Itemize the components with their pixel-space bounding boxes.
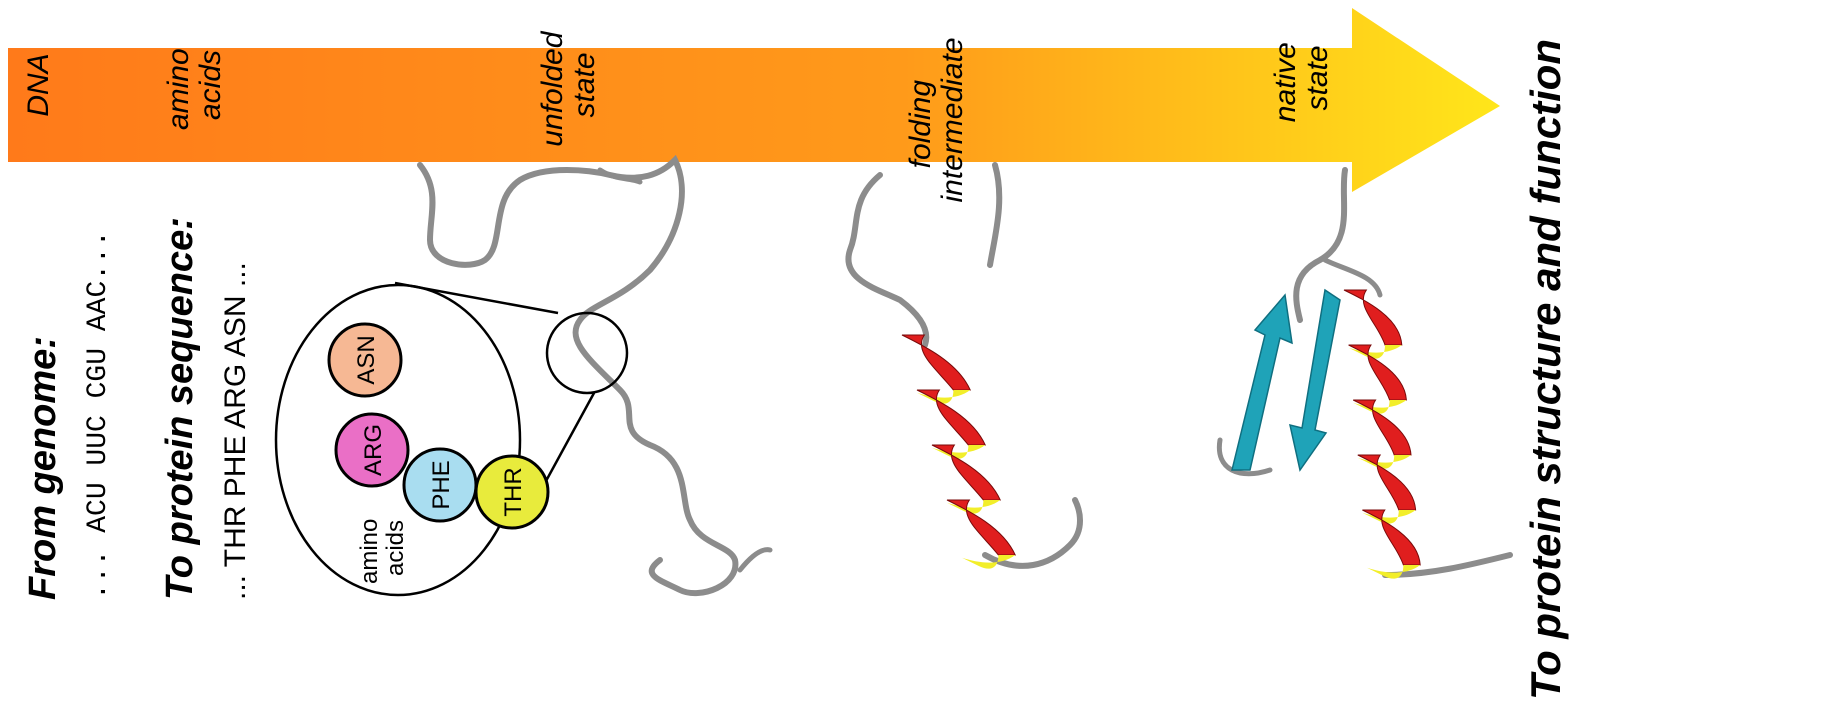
genome-block: From genome: ... ACU UUC CGU AAC... — [22, 230, 114, 600]
stage-label-folding-line1: folding — [904, 80, 937, 169]
inset-label-line2: acids — [382, 520, 409, 576]
sequence-residues: ... THR PHE ARG ASN ... — [219, 262, 252, 600]
stage-label-unfolded-line1: unfolded — [536, 30, 569, 146]
stage-label-folding-line2: intermediate — [936, 37, 969, 202]
amino-bead-label: ASN — [353, 335, 380, 384]
stage-label-amino-line2: acids — [194, 50, 227, 120]
stage-label-unfolded-line2: state — [568, 52, 601, 117]
amino-acid-beads: ASN ARG PHE THR — [329, 324, 548, 528]
helix-segment — [902, 335, 1015, 569]
native-state-structure — [1219, 170, 1510, 579]
amino-bead-label: ARG — [360, 424, 387, 476]
native-helix-segment — [1344, 290, 1420, 579]
amino-bead-label: PHE — [428, 460, 455, 509]
genome-heading: From genome: — [22, 336, 64, 600]
amino-bead-label: THR — [500, 467, 527, 516]
genome-codons: ... ACU UUC CGU AAC... — [83, 230, 114, 600]
stage-label-native-line1: native — [1269, 42, 1302, 122]
svg-text:native state: native state — [1269, 34, 1334, 122]
stage-label-amino-line1: amino — [162, 48, 195, 130]
sequence-heading: To protein sequence: — [159, 217, 201, 600]
helix-turn — [1344, 290, 1402, 345]
svg-text:amino acids: amino acids — [162, 40, 227, 130]
svg-text:DNA: DNA — [22, 53, 55, 116]
beta-strand-1 — [1232, 295, 1292, 470]
conclusion-text: To protein structure and function — [1522, 39, 1569, 700]
stage-label-native-line2: state — [1301, 45, 1334, 110]
stage-label-dna: DNA — [22, 53, 55, 116]
unfolded-chain — [420, 160, 770, 593]
folding-intermediate-structure — [848, 165, 1080, 569]
svg-text:amino acids: amino acids — [356, 512, 409, 584]
sequence-block: To protein sequence: ... THR PHE ARG ASN… — [159, 217, 252, 600]
helix-turn — [902, 335, 970, 390]
inset-label-line1: amino — [356, 519, 383, 584]
